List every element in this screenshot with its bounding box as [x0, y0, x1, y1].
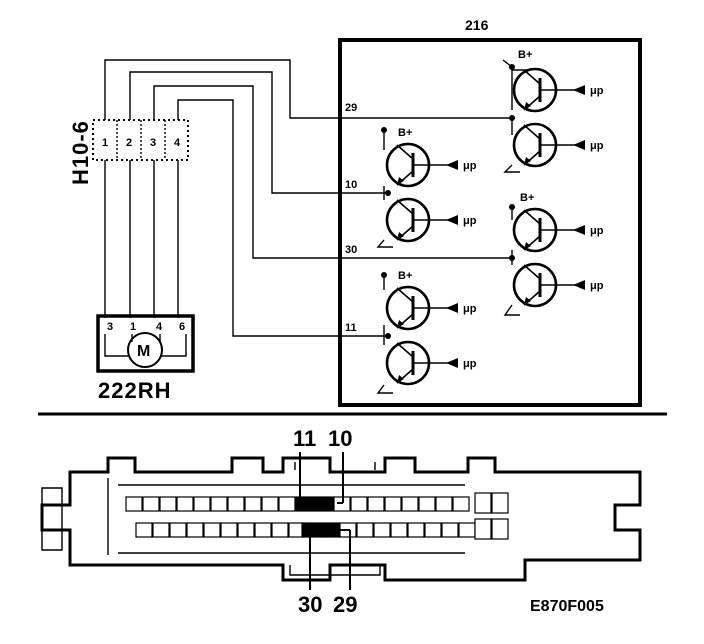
transistor-low-11	[385, 340, 460, 386]
motor-label: 222RH	[98, 378, 171, 403]
control-label-6: μp	[590, 280, 604, 292]
plug-label-29: 29	[333, 592, 357, 617]
supply-label-29: B+	[518, 49, 532, 61]
control-module-box	[338, 38, 642, 407]
motor-box	[96, 314, 195, 373]
connector-pin-3: 3	[150, 137, 156, 149]
terminal-29-label: 29	[345, 102, 357, 114]
plug-pointer-lines	[299, 452, 351, 590]
connector-pin-2: 2	[126, 137, 132, 149]
plug-pin-rows	[125, 492, 509, 540]
supply-label-30: B+	[520, 192, 534, 204]
transistor-low-30	[512, 262, 587, 308]
control-label-8: μp	[463, 358, 477, 370]
plug-label-11: 11	[293, 426, 316, 451]
transistor-low-29	[512, 122, 587, 168]
connector-pin-4: 4	[174, 137, 181, 149]
module-label: 216	[465, 17, 489, 33]
connector-label: H10-6	[68, 120, 93, 185]
terminal-11-label: 11	[345, 322, 357, 334]
terminal-30-label: 30	[345, 244, 357, 256]
motor-pin-1: 1	[130, 321, 136, 333]
supply-label-11: B+	[398, 270, 412, 282]
transistor-low-10	[385, 197, 460, 243]
plug-label-10: 10	[328, 426, 352, 451]
motor-icon	[127, 332, 163, 368]
ecu-plug-outline	[40, 456, 642, 582]
control-label-1: μp	[590, 85, 604, 97]
control-label-2: μp	[590, 140, 604, 152]
transistor-high-30	[512, 207, 587, 253]
plug-label-30: 30	[298, 592, 322, 617]
motor-pin-3: 3	[107, 321, 113, 333]
transistor-high-10	[385, 142, 460, 188]
transistor-high-11	[385, 285, 460, 331]
transistor-high-29	[512, 67, 587, 113]
control-label-3: μp	[463, 160, 477, 172]
supply-label-10: B+	[398, 127, 412, 139]
connector-pin-1: 1	[102, 137, 108, 149]
motor-pin-6: 6	[179, 321, 185, 333]
control-label-7: μp	[463, 303, 477, 315]
motor-pin-4: 4	[156, 321, 163, 333]
terminal-10-label: 10	[345, 179, 357, 191]
motor-symbol: M	[137, 343, 150, 360]
control-label-4: μp	[463, 215, 477, 227]
figure-id: E870F005	[530, 598, 604, 615]
control-label-5: μp	[590, 225, 604, 237]
